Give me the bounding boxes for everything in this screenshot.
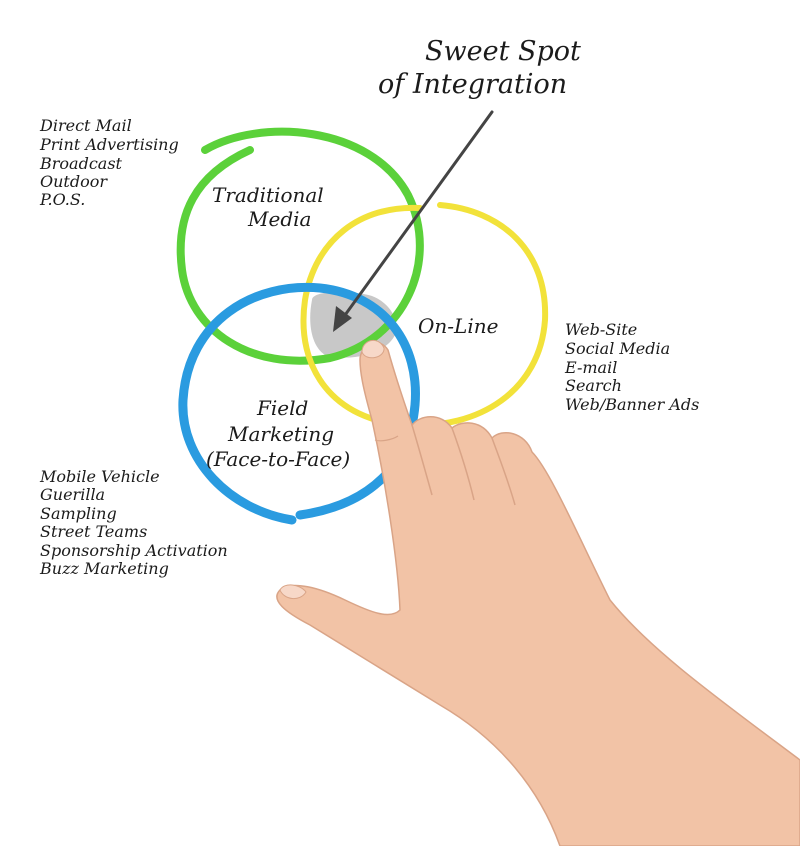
list-item: E-mail xyxy=(564,358,617,377)
field-marketing-label-line1: Field xyxy=(256,396,308,420)
list-item: Web-Site xyxy=(565,320,637,339)
traditional-media-list: Direct Mail Print Advertising Broadcast … xyxy=(39,116,179,209)
pointer-arrow xyxy=(333,110,494,332)
list-item: Sampling xyxy=(40,504,117,523)
traditional-media-label-line1: Traditional xyxy=(212,183,324,207)
list-item: Street Teams xyxy=(40,522,147,541)
list-item: Search xyxy=(565,376,622,395)
traditional-media-circle xyxy=(176,127,424,365)
list-item: Direct Mail xyxy=(39,116,132,135)
field-marketing-list: Mobile Vehicle Guerilla Sampling Street … xyxy=(39,467,228,578)
list-item: Sponsorship Activation xyxy=(40,541,228,560)
fingernail xyxy=(361,339,385,359)
pointing-hand xyxy=(276,339,800,846)
list-item: Mobile Vehicle xyxy=(39,467,160,486)
list-item: Guerilla xyxy=(40,485,105,504)
list-item: P.O.S. xyxy=(39,190,85,209)
traditional-media-label-line2: Media xyxy=(247,207,311,231)
list-item: Social Media xyxy=(565,339,670,358)
list-item: Print Advertising xyxy=(39,135,179,154)
list-item: Broadcast xyxy=(39,154,123,173)
list-item: Web/Banner Ads xyxy=(565,395,699,414)
diagram-title-line1: Sweet Spot xyxy=(425,36,581,67)
field-marketing-label-line3: (Face-to-Face) xyxy=(206,447,350,471)
field-marketing-label-line2: Marketing xyxy=(227,422,334,446)
diagram-title-line2: of Integration xyxy=(378,69,567,100)
list-item: Buzz Marketing xyxy=(39,559,169,578)
online-label: On-Line xyxy=(418,314,498,338)
list-item: Outdoor xyxy=(40,172,108,191)
thumbnail xyxy=(279,584,307,599)
online-list: Web-Site Social Media E-mail Search Web/… xyxy=(564,320,699,414)
